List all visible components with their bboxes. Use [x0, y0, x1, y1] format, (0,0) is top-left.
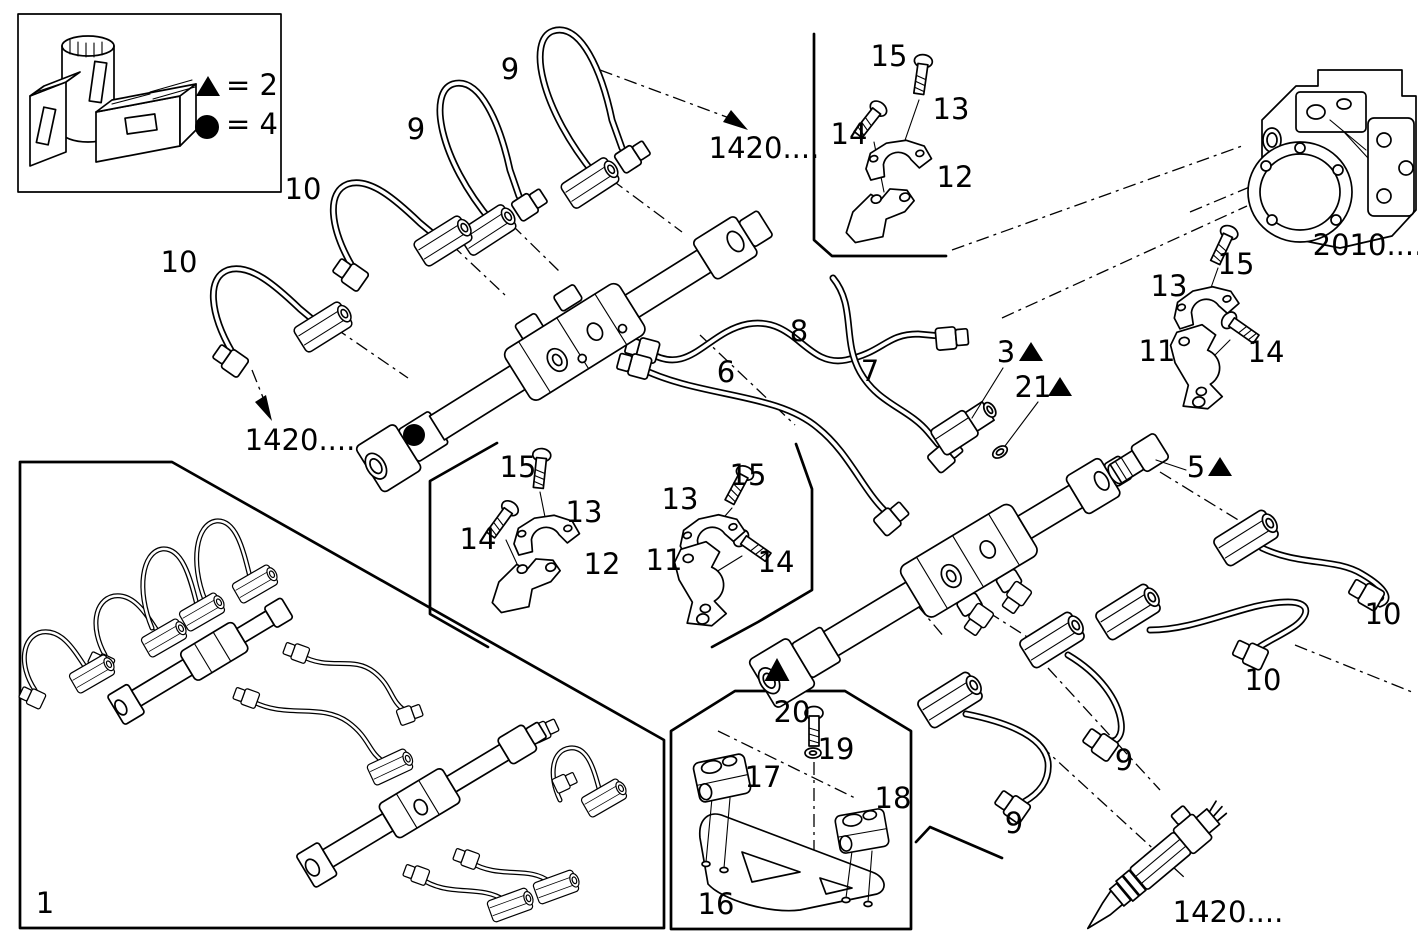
part-callout-14-22: 14 — [460, 522, 497, 556]
part-callout-12-9: 12 — [937, 160, 974, 194]
legend-artwork — [29, 35, 197, 167]
part-callout-5-20: 5 — [1187, 450, 1205, 484]
part-callout-13-26: 13 — [662, 482, 699, 516]
part-callout-17-35: 17 — [745, 760, 782, 794]
arrow-to-injector-top — [723, 110, 748, 130]
section-boundaries — [428, 32, 1004, 860]
part-callout-9-32: 9 — [1005, 806, 1023, 840]
part-callout-11-13: 11 — [1139, 334, 1176, 368]
assembly-box-outline — [18, 460, 666, 930]
part-callout-1420-39: 1420.... — [1173, 895, 1284, 929]
leader-line — [971, 367, 1004, 419]
sensor-seal — [991, 445, 1009, 459]
reference-lines — [251, 69, 1413, 879]
fuel-injector — [1086, 800, 1228, 930]
fuel-rail-upper — [355, 210, 773, 493]
part-callout-14-8: 14 — [831, 117, 868, 151]
part-callout-13-23: 13 — [566, 495, 603, 529]
part-callout-13-7: 13 — [933, 92, 970, 126]
part-callout-15-25: 15 — [730, 458, 767, 492]
part-callout-2010-10: 2010.... — [1313, 228, 1418, 262]
callout-labels: 9910101420....1420....151314122010....15… — [36, 39, 1418, 929]
part-callout-6-16: 6 — [717, 355, 735, 389]
quantity-triangle-icon — [764, 658, 790, 681]
legend-circle-value: = 4 — [226, 107, 278, 141]
injection-pump — [1247, 69, 1417, 249]
part-callout-15-6: 15 — [871, 39, 908, 73]
part-callout-21-19: 21 — [1015, 370, 1052, 404]
part-callout-8-15: 8 — [790, 314, 808, 348]
part-callout-1420-4: 1420.... — [245, 423, 356, 457]
arrow-to-injector-left — [255, 395, 272, 421]
quantity-triangle-icon — [1208, 457, 1232, 476]
part-callout-15-11: 15 — [1218, 247, 1255, 281]
part-callout-12-24: 12 — [584, 547, 621, 581]
part-callout-10-29: 10 — [1365, 597, 1402, 631]
washer-19 — [804, 747, 822, 759]
part-callout-19-34: 19 — [818, 732, 855, 766]
part-callout-9-31: 9 — [1115, 743, 1133, 777]
clamp-cluster-center-b — [671, 462, 775, 631]
mini-rail-b — [296, 721, 547, 888]
bracket-group — [691, 705, 891, 912]
rail-plug — [1107, 433, 1170, 485]
part-callout-11-27: 11 — [646, 543, 683, 577]
quantity-triangle-icon — [1019, 342, 1043, 361]
clamp-cluster-center-a — [482, 446, 582, 617]
part-callout-9-0: 9 — [501, 52, 519, 86]
part-callout-10-30: 10 — [1245, 663, 1282, 697]
part-callout-10-2: 10 — [285, 172, 322, 206]
part-callout-7-17: 7 — [861, 354, 879, 388]
pipe-fitting — [558, 153, 625, 211]
quantity-triangle-icon — [1048, 377, 1072, 396]
leader-line — [1155, 459, 1187, 471]
part-callout-9-1: 9 — [407, 112, 425, 146]
legend-circle-icon — [195, 115, 219, 139]
part-callout-13-12: 13 — [1151, 269, 1188, 303]
mini-rail-a — [107, 597, 294, 725]
part-callout-14-14: 14 — [1248, 335, 1285, 369]
part-callout-15-21: 15 — [500, 450, 537, 484]
pressure-sensor — [930, 400, 997, 456]
part-callout-10-3: 10 — [161, 245, 198, 279]
part-callout-14-28: 14 — [758, 545, 795, 579]
part-callout-18-36: 18 — [875, 781, 912, 815]
legend-triangle-value: = 2 — [226, 68, 278, 102]
leader-line — [1004, 401, 1039, 447]
quantity-circle-icon — [403, 424, 425, 446]
legend-symbols: = 2 = 4 — [195, 68, 278, 141]
part-callout-3-18: 3 — [997, 335, 1015, 369]
assembly-overview — [17, 521, 631, 924]
clamp-cluster-top — [837, 52, 935, 247]
bracket-box-outline — [669, 689, 913, 931]
legend-triangle-icon — [196, 76, 220, 96]
part-callout-20-33: 20 — [774, 695, 811, 729]
quantity-markers — [403, 424, 790, 681]
part-callout-1-38: 1 — [36, 886, 54, 920]
part-callout-16-37: 16 — [698, 887, 735, 921]
clamp-cluster-right — [1167, 222, 1263, 414]
part-callout-1420-5: 1420.... — [709, 131, 820, 165]
fuel-rail-lower — [748, 455, 1133, 708]
pipe-block-clamp-17 — [691, 752, 753, 804]
